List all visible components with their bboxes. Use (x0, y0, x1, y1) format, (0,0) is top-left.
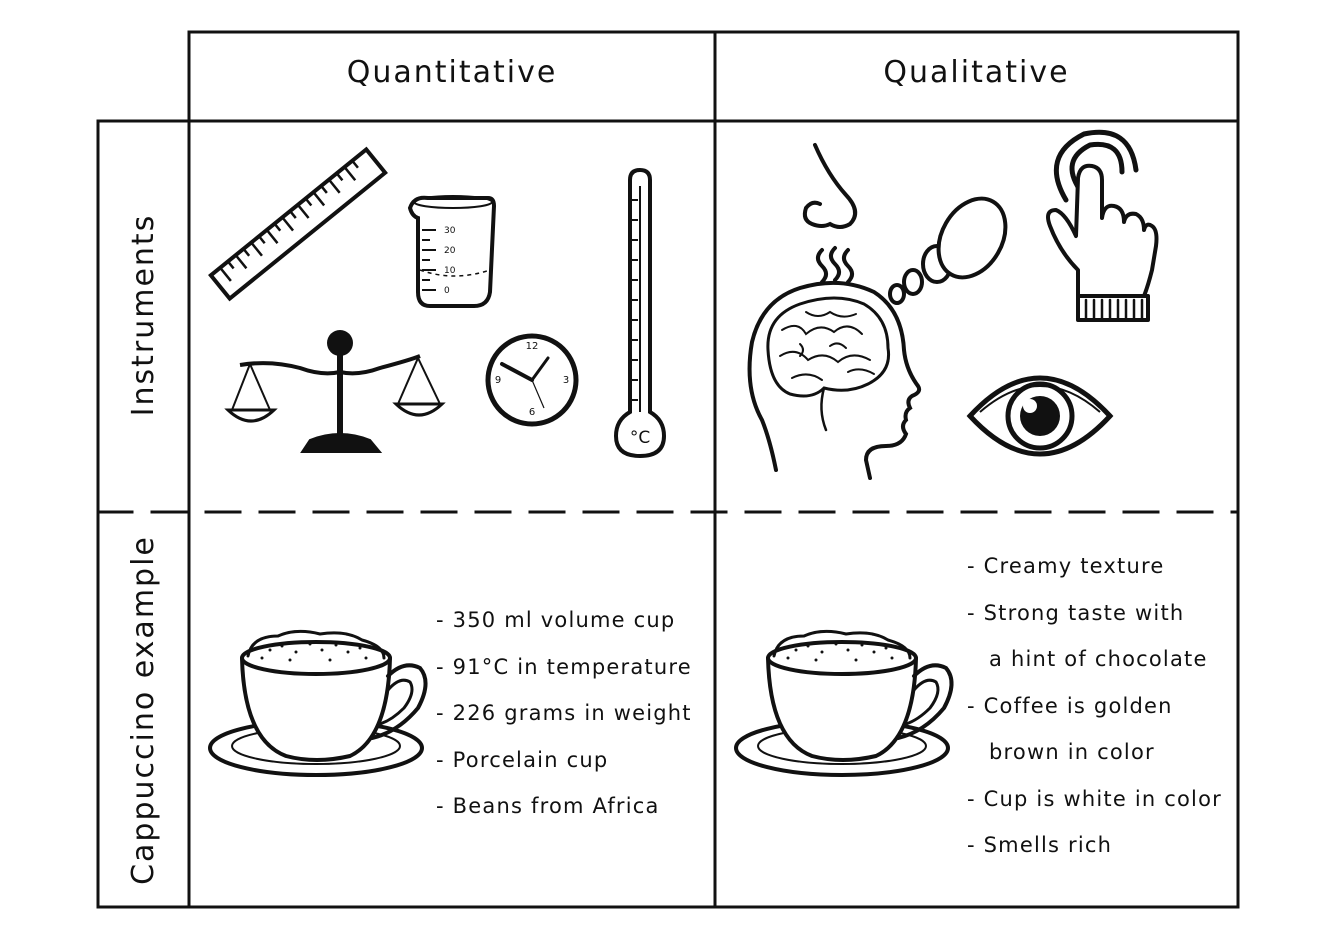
list-item: Smells rich (967, 822, 1222, 869)
clock-icon: 12 3 6 9 (485, 333, 579, 427)
quantitative-properties-list: 350 ml volume cup 91°C in temperature 22… (436, 597, 692, 830)
beaker-label-10: 10 (444, 266, 456, 276)
thermometer-icon: °C (613, 167, 667, 459)
thought-bubble-icon (888, 196, 1008, 305)
brain-head-icon (747, 280, 922, 480)
list-item: 350 ml volume cup (436, 597, 692, 644)
list-item: Porcelain cup (436, 737, 692, 784)
column-header-quantitative: Quantitative (346, 55, 558, 90)
list-item: Beans from Africa (436, 783, 692, 830)
beaker-icon: 30 20 10 0 (407, 195, 497, 308)
thermometer-unit: °C (630, 428, 650, 448)
cappuccino-cup-icon (734, 629, 954, 777)
list-item: 226 grams in weight (436, 690, 692, 737)
nose-icon (802, 143, 858, 284)
qualitative-properties-list: Creamy texture Strong taste with a hint … (967, 543, 1222, 869)
clock-number-9: 9 (495, 375, 501, 386)
list-item-continuation: brown in color (989, 740, 1155, 764)
list-item: Strong taste with (967, 590, 1222, 637)
balance-scale-icon (224, 330, 446, 453)
beaker-label-30: 30 (444, 226, 456, 236)
touch-hand-icon (1046, 129, 1159, 322)
eye-icon (966, 375, 1114, 457)
list-item: Cup is white in color (967, 776, 1222, 823)
list-item: Creamy texture (967, 543, 1222, 590)
beaker-label-0: 0 (444, 286, 450, 296)
ruler-icon (208, 146, 388, 302)
clock-number-12: 12 (526, 341, 539, 352)
column-header-qualitative: Qualitative (883, 55, 1070, 90)
clock-number-3: 3 (563, 375, 569, 386)
list-item: 91°C in temperature (436, 644, 692, 691)
clock-number-6: 6 (529, 407, 535, 418)
beaker-label-20: 20 (444, 246, 456, 256)
list-item: Coffee is golden (967, 683, 1222, 730)
list-item-continuation: a hint of chocolate (989, 647, 1208, 671)
cappuccino-cup-icon (208, 629, 428, 777)
